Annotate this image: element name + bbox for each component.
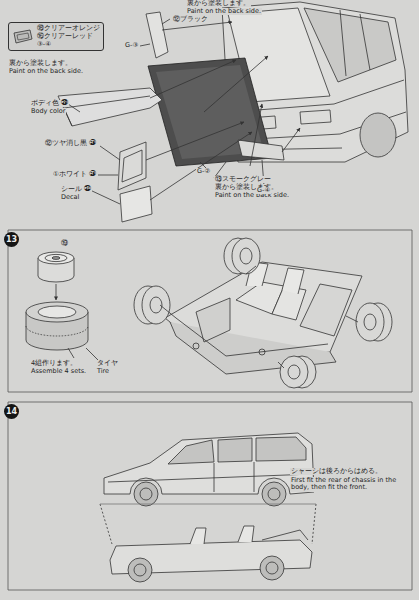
wheels (134, 238, 392, 388)
car-side-view (104, 433, 314, 506)
wheel (38, 252, 74, 282)
callout-label: タイヤ (96, 360, 119, 367)
part-icon (12, 27, 34, 47)
lens-part (14, 30, 32, 43)
callout-label: G-④ (256, 187, 271, 194)
rear-window (148, 58, 272, 166)
rear-spoiler (58, 88, 162, 126)
callout-label: ⑬スモークグレー (214, 176, 272, 183)
paint-callout: ⑱クリアーオレンジ (37, 25, 100, 33)
callout-label: シャーシは後ろからはめる。 (290, 468, 383, 475)
step-number: 13 (4, 232, 19, 247)
callout-label: First fit the rear of chassis in the bod… (290, 477, 404, 492)
callout-label: Tire (96, 368, 110, 375)
callout-label: Paint on the back side. (214, 192, 290, 199)
callout-label: ①ホワイト ㉙ (52, 171, 97, 178)
callout-label: G-③ (124, 42, 139, 49)
taillight-left (118, 142, 146, 190)
callout-label: 裏から塗装します。 (186, 0, 251, 7)
paint-callout: ③-④ (37, 41, 100, 49)
chassis-side (110, 526, 312, 582)
parts-inset-box: ⑱クリアーオレンジ⑯クリアーレッド③-④ (8, 22, 104, 51)
callout-label: G-② (196, 168, 211, 175)
taillight-right (238, 140, 284, 160)
paint-callout: ⑯クリアーレッド (37, 33, 100, 41)
pillar-piece (146, 12, 168, 58)
callout-label: 4組作ります。 (30, 360, 78, 367)
callout-label: 裏から塗装します。 (8, 60, 73, 67)
step-panel (8, 230, 412, 392)
callout-label: Assemble 4 sets. (30, 368, 87, 375)
callout-label: シール ㉞ (60, 186, 92, 193)
callout-label: Paint on the back side. (8, 68, 84, 75)
callout-label: ボディ色 ㊴ (30, 100, 69, 107)
callout-label: Body color (30, 108, 66, 115)
callout-label: Decal (60, 194, 80, 201)
callout-label: ⑲ (60, 240, 69, 247)
callout-label: ⑫ツヤ消し黒 ㉙ (44, 140, 97, 147)
license-plate (120, 186, 152, 222)
step-panel (8, 402, 412, 590)
callout-label: ⑫ブラック (172, 16, 209, 23)
callout-label: Paint on the back side. (186, 8, 262, 15)
lens-detail (17, 33, 29, 40)
text-column: ⑱クリアーオレンジ⑯クリアーレッド③-④ (37, 25, 100, 48)
tire (26, 302, 88, 350)
chassis (165, 262, 362, 374)
step-number: 14 (4, 404, 19, 419)
